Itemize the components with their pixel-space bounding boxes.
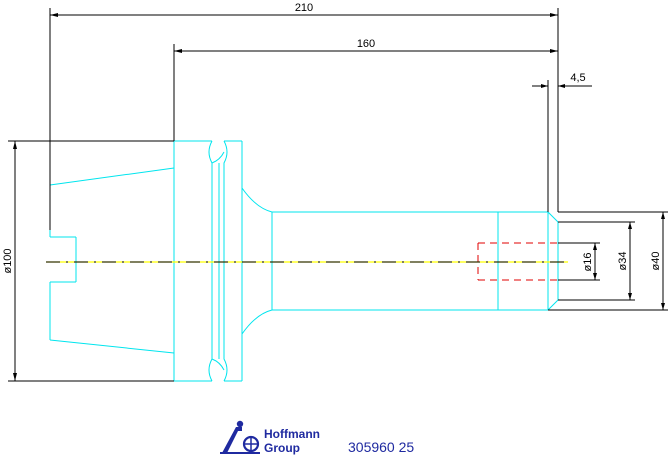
dimension-lines (8, 8, 668, 382)
flange (173, 140, 243, 382)
shank (241, 187, 559, 335)
taper-body (49, 167, 175, 354)
dim-shank-diameter: ø34 (617, 252, 629, 271)
logo-line1: Hoffmann (264, 427, 320, 441)
part-outline (49, 140, 559, 382)
hoffmann-group-logo: Hoffmann Group (220, 420, 320, 455)
logo-line2: Group (264, 441, 300, 455)
dim-end-offset: 4,5 (570, 72, 585, 84)
dim-overall-length: 210 (295, 2, 313, 14)
dim-bore-diameter: ø16 (582, 253, 594, 272)
part-number: 305960 25 (348, 439, 414, 455)
dim-gauge-length: 160 (357, 38, 375, 50)
logo-icon (220, 420, 260, 454)
dim-nose-diameter: ø40 (650, 252, 662, 271)
dim-flange-diameter: ø100 (2, 248, 14, 273)
